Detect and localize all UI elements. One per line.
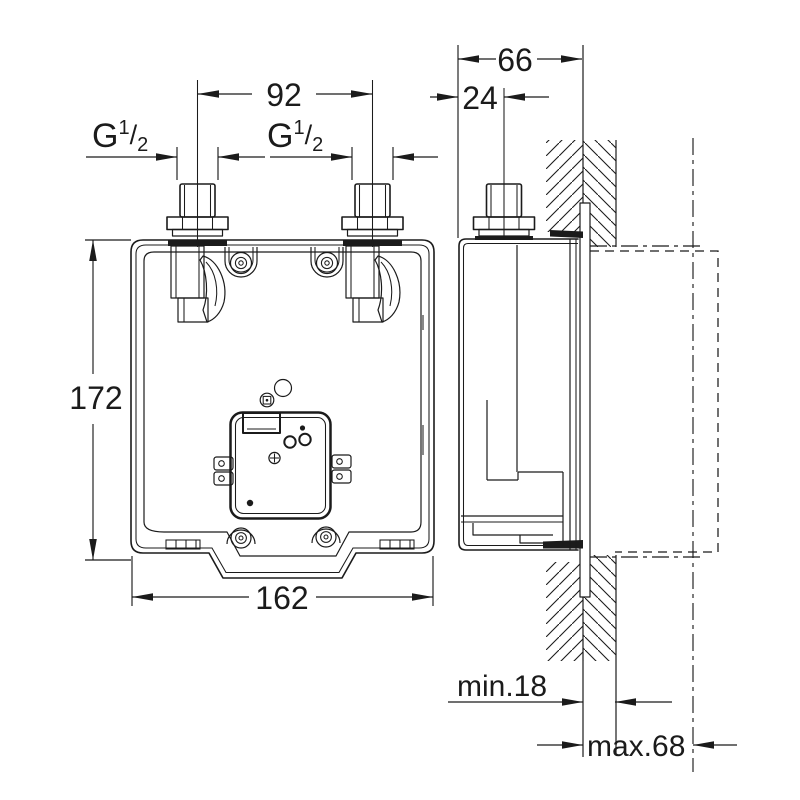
dimensions: 92 G1/2 G1/2 [69,42,737,763]
dim-g-half-right: G1/2 [267,117,438,180]
dim-max68-label: max.68 [587,730,685,763]
unit-tab-right [331,454,352,484]
control-unit [213,411,352,520]
recess-hidden-outline [590,250,719,553]
adjust-screw [268,451,281,465]
dim-66-label: 66 [497,42,533,78]
wall-lines [582,45,617,757]
dim-92-label: 92 [266,77,302,113]
dim-162-label: 162 [255,580,308,616]
dim-162: 162 [131,556,434,616]
mounting-plate [579,202,591,598]
wall-hatch-top-left [546,140,583,232]
sensor-icon [259,392,275,408]
side-view [458,45,719,772]
led-window-2 [298,432,312,447]
screw-boss-bottom-left [226,527,256,549]
front-view [130,183,435,579]
shutoff-valve-left [170,245,226,323]
dim-92: 92 [197,77,373,113]
thread-size-right-label: G1/2 [267,117,323,156]
dim-min18-label: min.18 [457,670,547,703]
dim-24-label: 24 [462,80,498,116]
indicator-circle [273,378,293,398]
dim-172-label: 172 [69,380,122,416]
box-front-outline [130,239,435,579]
wall-hatch-bottom-left [546,562,583,661]
dim-172: 172 [69,239,131,561]
dim-min18: min.18 [448,670,672,706]
shutoff-valve-right [345,245,401,323]
led-window-1 [283,435,297,449]
dim-66: 66 [457,42,582,238]
dim-g-half-left: G1/2 [86,117,265,180]
marker-dot [246,499,254,507]
screw-boss-bottom-right [311,526,341,548]
gasket-top [550,230,583,238]
thread-size-left-label: G1/2 [92,117,148,156]
dim-24: 24 [430,80,549,116]
wall-hatch [546,140,616,661]
box-side-body [458,238,579,551]
dim-max68: max.68 [537,730,737,763]
pin-dot [299,425,306,431]
connector-socket [242,412,281,434]
